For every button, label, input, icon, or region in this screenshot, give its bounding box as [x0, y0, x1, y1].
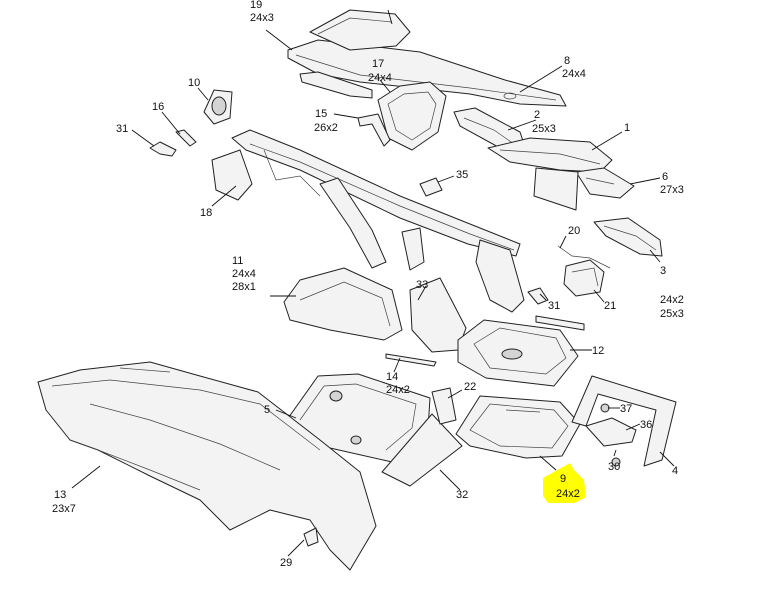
label-13-num: 13 [54, 489, 66, 501]
label-11-num: 11 [232, 255, 243, 267]
part-lower-dash-13 [37, 361, 377, 571]
label-14-num: 14 [386, 371, 398, 383]
label-4-num: 4 [672, 465, 678, 477]
part-clip-31b [527, 287, 549, 305]
label-3-qty: 24x2 [660, 294, 684, 306]
part-cluster-frame [377, 81, 447, 151]
label-19-num: 19 [250, 0, 262, 11]
label-17-qty: 24x4 [368, 72, 392, 84]
label-3-qty2: 25x3 [660, 308, 684, 320]
part-cable-20 [557, 245, 611, 269]
part-bracket-15 [357, 113, 391, 147]
label-5-num: 5 [264, 404, 270, 416]
part-vent-3 [593, 217, 663, 257]
part-strip [535, 315, 585, 331]
part-clip-31a [149, 141, 177, 157]
part-clip-29 [303, 527, 319, 547]
part-latch-36 [585, 403, 637, 467]
part-rod-14 [385, 353, 437, 367]
part-glovebox-12 [457, 319, 579, 387]
label-32-num: 32 [456, 489, 468, 501]
leader-lines [71, 9, 675, 557]
label-20-num: 20 [568, 225, 580, 237]
part-sheet-32 [381, 413, 463, 487]
label-2-qty: 25x3 [532, 123, 556, 135]
part-clip-16b [175, 129, 197, 147]
part-cross-beam-18 [211, 129, 525, 313]
label-8-num: 8 [564, 55, 570, 67]
label-9-highlight [543, 463, 586, 503]
part-cowl-top [309, 9, 411, 51]
label-9-num: 9 [560, 473, 566, 485]
label-22-num: 22 [464, 381, 476, 393]
label-19-qty: 24x3 [250, 12, 274, 24]
label-18-num: 18 [200, 207, 212, 219]
part-frame-4 [571, 375, 677, 467]
label-14-qty: 24x2 [386, 384, 410, 396]
label-8-qty: 24x4 [562, 68, 586, 80]
label-2-num: 2 [534, 109, 540, 121]
part-glovebox-door-9 [455, 395, 581, 459]
label-3-num: 3 [660, 265, 666, 277]
part-pocket [533, 167, 579, 211]
label-30-num: 30 [608, 461, 620, 473]
label-29-num: 29 [280, 557, 292, 569]
label-36-num: 36 [640, 419, 652, 431]
part-top-trim [287, 39, 567, 107]
label-35-num: 35 [456, 169, 468, 181]
label-37-num: 37 [620, 403, 632, 415]
part-trim-1 [487, 137, 613, 173]
part-panel-11 [283, 267, 403, 341]
label-21-num: 21 [604, 300, 616, 312]
part-strip-16 [299, 71, 373, 99]
part-vent-6 [575, 167, 635, 199]
label-15-qty: 26x2 [314, 122, 338, 134]
label-11-qty: 24x4 [232, 268, 256, 280]
label-13-qty: 23x7 [52, 503, 76, 515]
label-17-num: 17 [372, 58, 384, 70]
label-16-num: 16 [152, 101, 164, 113]
label-10-num: 10 [188, 77, 200, 89]
label-6-qty: 27x3 [660, 184, 684, 196]
part-bracket-35 [419, 177, 443, 197]
label-15-num: 15 [315, 108, 327, 120]
label-1-num: 1 [624, 122, 630, 134]
part-vent-10 [203, 89, 233, 125]
label-9-qty: 24x2 [556, 488, 580, 500]
label-31b-num: 31 [548, 300, 560, 312]
label-31-num: 31 [116, 123, 128, 135]
label-12-num: 12 [592, 345, 604, 357]
part-labels: 19 24x3 10 16 31 17 24x4 15 26x2 8 24x4 … [52, 0, 684, 569]
label-6-num: 6 [662, 171, 668, 183]
part-module-21 [563, 259, 605, 297]
label-11-qty2: 28x1 [232, 281, 256, 293]
label-33-num: 33 [416, 279, 428, 291]
